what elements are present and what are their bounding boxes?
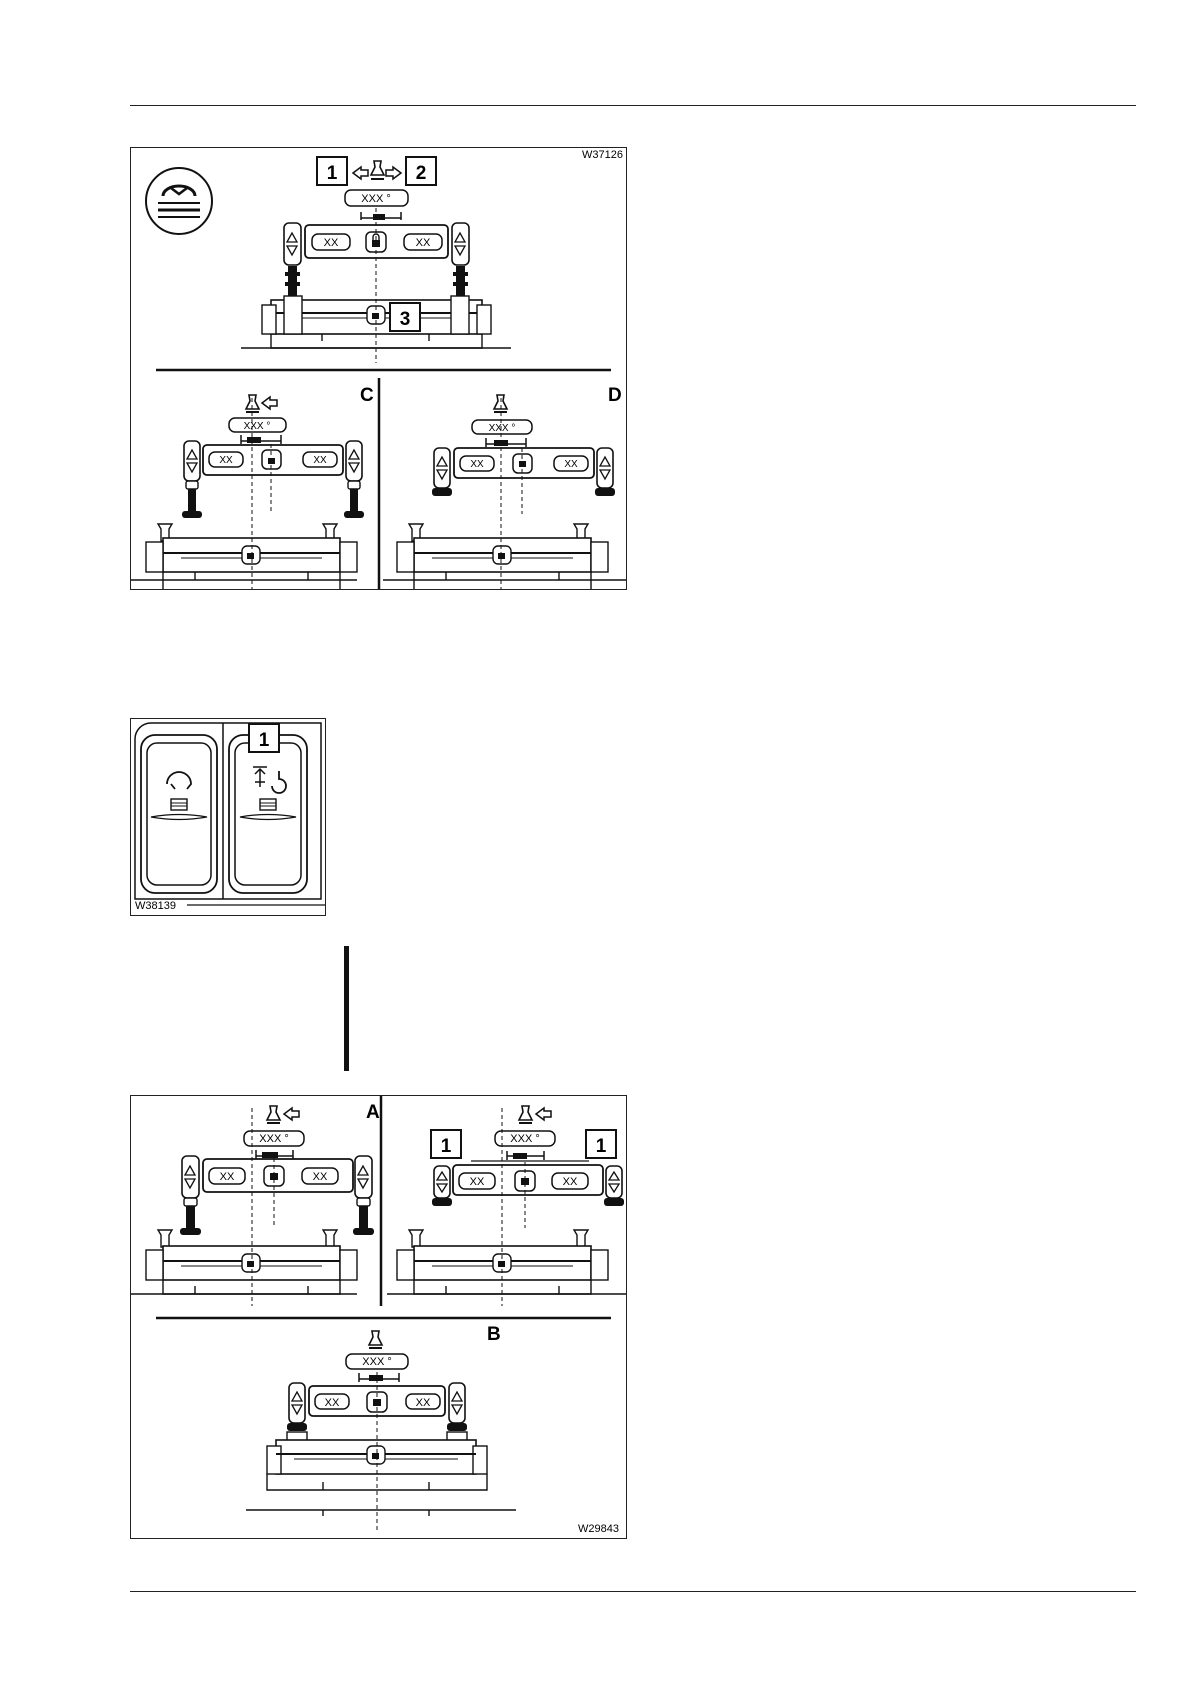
callout-1-right: 1 [596, 1136, 607, 1157]
panel-d-angle-readout: XXX ° [489, 423, 516, 434]
callout-2: 2 [416, 163, 427, 184]
footer-rule [130, 1591, 1136, 1592]
slewing-gear-switch [141, 735, 217, 893]
callout-1-left: 1 [441, 1136, 452, 1157]
value-field-right: XX [416, 237, 431, 249]
panel-label-a: A [366, 1102, 380, 1123]
figure-w29843: A B 1 1 XXX ° XX XX XXX ° XX XX XXX ° XX… [130, 1095, 627, 1539]
panel-label-d: D [608, 385, 622, 406]
figure-w38139-drawing: 1 W38139 [131, 719, 325, 915]
superstructure-rotation-icon [146, 168, 212, 234]
panel-a2-field-left: XX [470, 1176, 485, 1188]
panel-a-field-left: XX [220, 1171, 235, 1183]
angle-readout: XXX ° [361, 193, 390, 205]
panel-d-field-right: XX [564, 459, 578, 470]
panel-label-b: B [487, 1324, 501, 1345]
figure-code: W29843 [578, 1523, 619, 1535]
callout-1: 1 [327, 163, 338, 184]
panel-a2-field-right: XX [563, 1176, 578, 1188]
panel-c-angle-readout: XXX ° [244, 421, 271, 432]
panel-b-angle-readout: XXX ° [362, 1356, 391, 1368]
panel-b-field-left: XX [325, 1397, 340, 1409]
panel-c-field-left: XX [219, 455, 233, 466]
panel-d-field-left: XX [470, 459, 484, 470]
panel-a-field-right: XX [313, 1171, 328, 1183]
header-rule [130, 105, 1136, 106]
figure-code: W38139 [135, 900, 176, 912]
panel-b-field-right: XX [416, 1397, 431, 1409]
panel-c-field-right: XX [313, 455, 327, 466]
counterweight-switch [229, 735, 307, 893]
panel-a2-angle-readout: XXX ° [510, 1133, 539, 1145]
figure-w37126-drawing: W37126 1 2 3 XXX ° XX XX C D XXX ° XX XX… [131, 148, 626, 589]
panel-a-drawing [131, 1106, 374, 1306]
panel-a2-drawing [387, 1106, 626, 1306]
callout-1: 1 [259, 730, 270, 751]
figure-w38139: 1 W38139 [130, 718, 326, 916]
panel-label-c: C [360, 385, 374, 406]
callout-3: 3 [400, 309, 411, 330]
figure-w29843-drawing: A B 1 1 XXX ° XX XX XXX ° XX XX XXX ° XX… [131, 1096, 626, 1538]
figure-code: W37126 [582, 149, 623, 161]
revision-change-bar [344, 946, 349, 1071]
figure-w37126: W37126 1 2 3 XXX ° XX XX C D XXX ° XX XX… [130, 147, 627, 590]
value-field-left: XX [324, 237, 339, 249]
panel-a-angle-readout: XXX ° [259, 1133, 288, 1145]
